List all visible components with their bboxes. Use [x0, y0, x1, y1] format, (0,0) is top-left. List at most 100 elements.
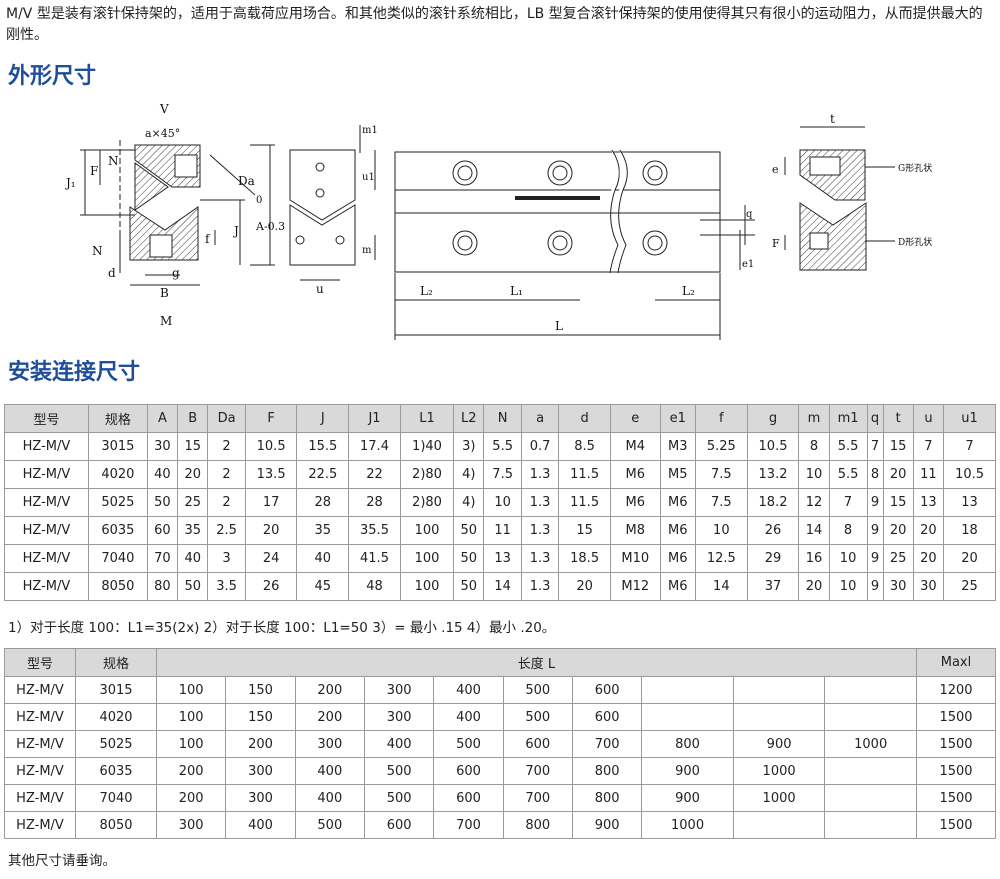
table-cell: 700	[502, 757, 573, 785]
table-cell: 26	[244, 572, 298, 601]
table-cell: 18	[943, 516, 996, 545]
technical-drawing-svg: V a×45° Da F N J₁ J A-0.3 0 N d g B M f …	[64, 102, 932, 340]
table-cell: 25	[177, 488, 209, 517]
table-cell: 1500	[916, 730, 996, 758]
table-cell: M6	[609, 488, 661, 517]
header-model: 型号	[4, 648, 76, 677]
table-cell: 700	[502, 784, 573, 812]
table-cell: 41.5	[348, 544, 401, 573]
table-cell: M4	[609, 432, 661, 461]
table-cell: 800	[571, 757, 643, 785]
table-cell: 3015	[75, 676, 157, 704]
table-cell	[732, 811, 826, 839]
table-cell: 24	[244, 544, 298, 573]
table-cell: 800	[641, 730, 734, 758]
table-cell: 900	[641, 757, 734, 785]
table-cell: 5025	[75, 730, 157, 758]
table-cell: 37	[746, 572, 800, 601]
table-cell: 13.2	[746, 460, 800, 489]
table-cell: M5	[659, 460, 696, 489]
table-cell: 50	[177, 572, 209, 601]
table-cell: 20	[912, 544, 945, 573]
table-cell: 60	[146, 516, 179, 545]
table-cell: 500	[363, 757, 435, 785]
spec-header-cell: L2	[453, 404, 485, 433]
spec-header-cell: q	[866, 404, 884, 433]
label-f: f	[205, 232, 211, 246]
table-cell: 7	[912, 432, 945, 461]
table-cell: 5.5	[828, 432, 868, 461]
label-q: q	[746, 209, 753, 220]
table-cell: 22	[348, 460, 401, 489]
table-cell: 600	[571, 676, 643, 704]
label-t: t	[830, 112, 835, 126]
spec-header-cell: g	[746, 404, 800, 433]
label-u: u	[316, 282, 324, 296]
table-cell: 600	[433, 784, 504, 812]
table-cell: M6	[609, 460, 661, 489]
table-cell: 1200	[916, 676, 996, 704]
spec-header-cell: d	[558, 404, 611, 433]
spec-header-cell: e	[609, 404, 661, 433]
label-e: e	[772, 163, 779, 176]
table-cell: 1.3	[520, 544, 560, 573]
table-cell: 10	[694, 516, 748, 545]
table-cell: 8	[866, 460, 884, 489]
table-cell: 9	[866, 516, 884, 545]
table-cell: 13	[943, 488, 996, 517]
table-cell: M6	[659, 488, 696, 517]
table-cell: 500	[363, 784, 435, 812]
table-cell: 11.5	[558, 460, 611, 489]
footnote-inquiry: 其他尺寸请垂询。	[8, 853, 116, 869]
technical-drawing: V a×45° Da F N J₁ J A-0.3 0 N d g B M f …	[0, 95, 1000, 350]
spec-header-cell: Da	[207, 404, 246, 433]
table-cell: 100	[399, 572, 455, 601]
label-J1: J₁	[64, 176, 76, 190]
spec-header-cell: A	[146, 404, 179, 433]
table-cell	[824, 676, 917, 704]
spec-header-cell: u	[912, 404, 945, 433]
table-cell: 26	[746, 516, 800, 545]
table-cell: 20	[882, 460, 914, 489]
table-cell: 1)40	[399, 432, 455, 461]
spec-header-cell: m	[798, 404, 830, 433]
table-cell: M6	[659, 572, 696, 601]
table-cell: 15.5	[296, 432, 350, 461]
table-cell: 2	[207, 488, 246, 517]
table-cell: 8.5	[558, 432, 611, 461]
table-cell: 600	[363, 811, 435, 839]
table-cell	[824, 811, 917, 839]
table-cell: 2.5	[207, 516, 246, 545]
spec-header-cell: t	[882, 404, 914, 433]
table-cell: HZ-M/V	[4, 488, 89, 517]
table-cell: 50	[146, 488, 179, 517]
table-cell: 1000	[824, 730, 917, 758]
table-cell: 5.25	[694, 432, 748, 461]
table-cell: 700	[433, 811, 504, 839]
label-F: F	[90, 164, 98, 178]
table-cell: 14	[798, 516, 830, 545]
table-cell: HZ-M/V	[4, 516, 89, 545]
table-cell: 45	[296, 572, 350, 601]
spec-header-cell: a	[520, 404, 560, 433]
table-cell: 200	[294, 703, 365, 731]
table-cell: 100	[155, 703, 227, 731]
label-u1: u1	[362, 172, 375, 183]
table-cell: 8	[828, 516, 868, 545]
table-cell: 400	[433, 676, 504, 704]
table-cell: 400	[433, 703, 504, 731]
table-cell	[732, 703, 826, 731]
table-cell: 10	[828, 572, 868, 601]
table-cell: 150	[225, 703, 296, 731]
table-cell: 30	[912, 572, 945, 601]
table-cell: 35	[177, 516, 209, 545]
table-cell: 100	[155, 730, 227, 758]
table-cell: 17.4	[348, 432, 401, 461]
table-cell: 4)	[453, 460, 485, 489]
spec-header-cell: N	[483, 404, 522, 433]
spec-header-cell: B	[177, 404, 209, 433]
table-cell: 13.5	[244, 460, 298, 489]
spec-header-cell: u1	[943, 404, 996, 433]
